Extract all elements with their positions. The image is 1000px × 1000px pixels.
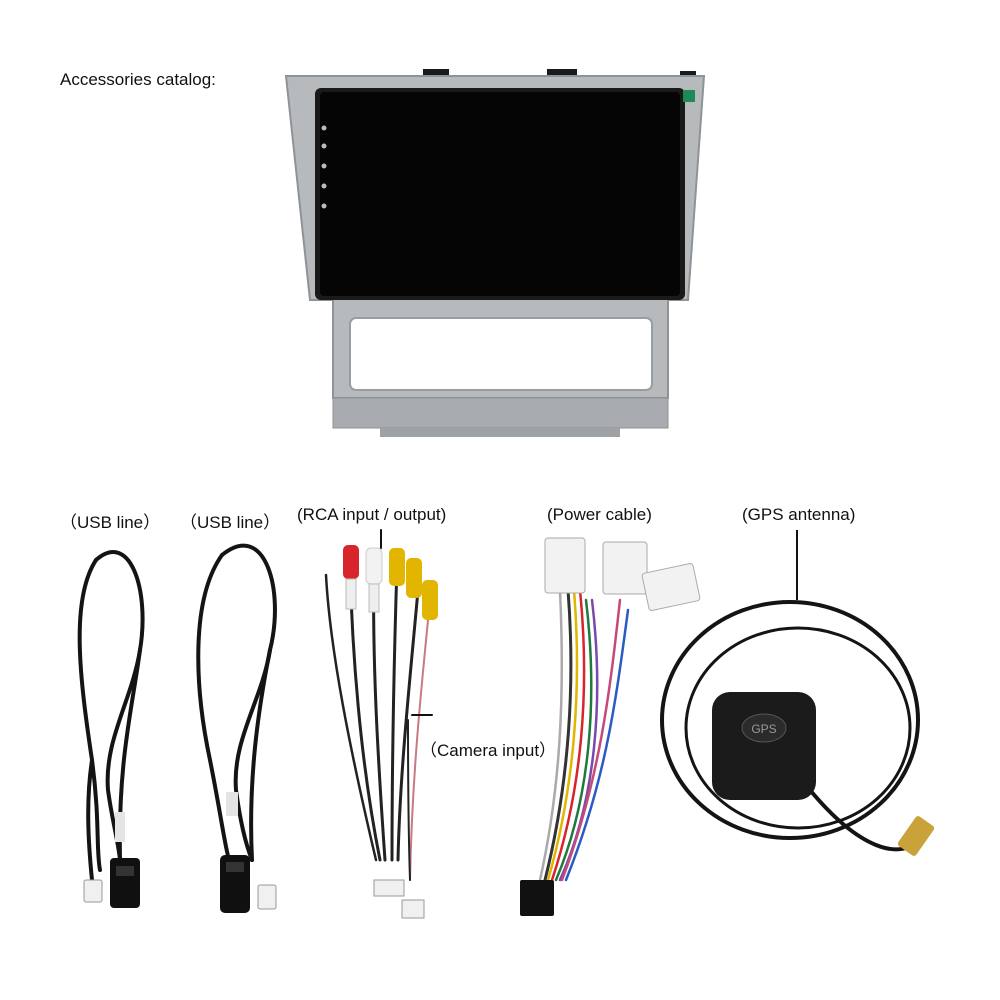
rca-plugs (343, 545, 438, 919)
camera-input-label: （Camera input） (420, 741, 557, 760)
usb-line-1-image (77, 550, 145, 882)
catalog-title: Accessories catalog: (60, 70, 216, 89)
gps-puck-label: GPS (751, 722, 776, 736)
gps-antenna-image: GPS (660, 530, 935, 856)
power-cable-connectors (520, 537, 701, 916)
usb-line-2-image (196, 543, 277, 872)
usb-line-1-label: （USB line） (60, 513, 161, 532)
head-unit-image (284, 69, 706, 437)
usb-line-2-label: （USB line） (180, 513, 281, 532)
usb-line-1-connectors (83, 812, 140, 908)
gps-antenna-label: (GPS antenna) (742, 505, 856, 524)
power-cable-image (538, 588, 630, 882)
usb-line-2-connectors (220, 792, 277, 913)
rca-label: (RCA input / output) (297, 505, 447, 524)
power-cable-label: (Power cable) (547, 505, 652, 524)
